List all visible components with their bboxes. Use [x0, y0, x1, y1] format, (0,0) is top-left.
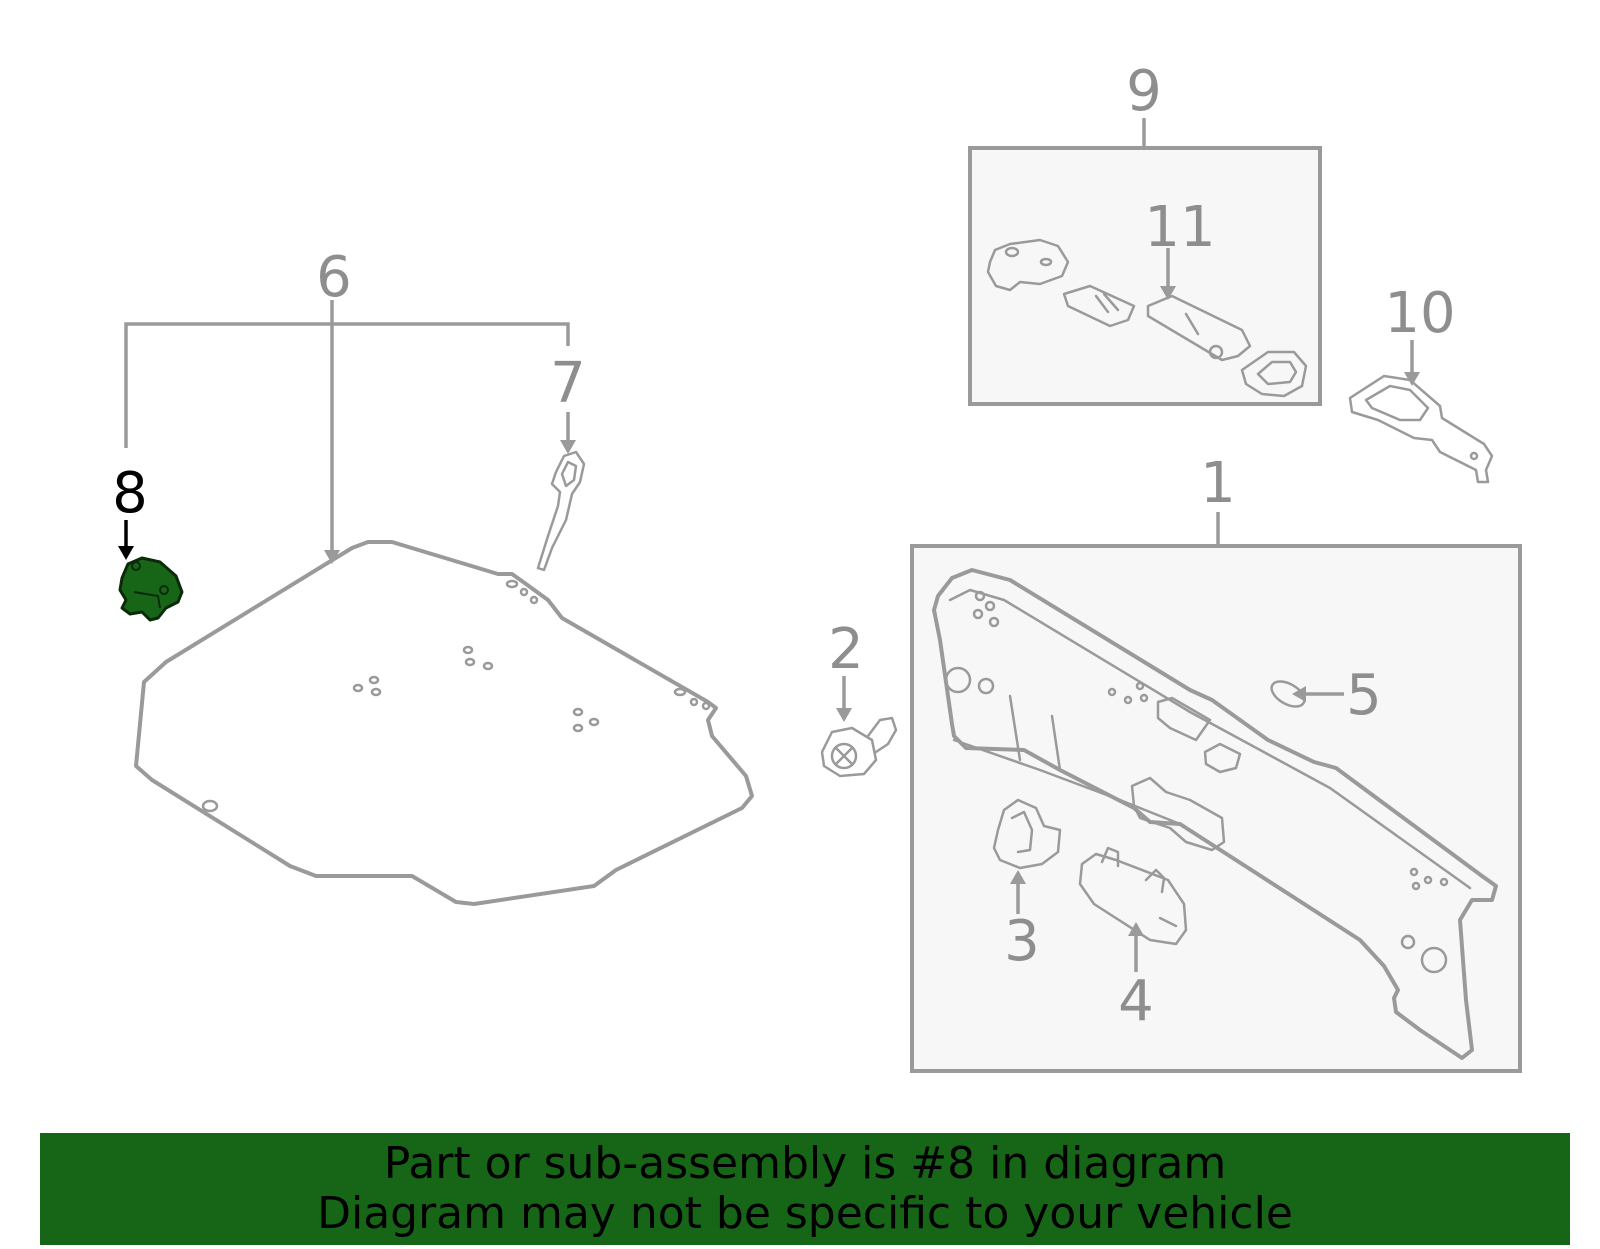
arrow-8: [118, 546, 134, 560]
callout-7: 7: [550, 351, 586, 416]
box-1: [910, 544, 1522, 1073]
arrow-2: [836, 708, 852, 722]
part-4-plug[interactable]: [1078, 846, 1188, 946]
arrow-7: [560, 440, 576, 454]
banner-line-2: Diagram may not be specific to your vehi…: [317, 1188, 1293, 1239]
part-10-bracket[interactable]: [1348, 374, 1494, 484]
part-8-highlighted[interactable]: [118, 556, 184, 622]
part-6-trunk-mat[interactable]: [134, 540, 754, 906]
arrow-3: [1010, 870, 1026, 884]
callout-4: 4: [1118, 969, 1154, 1034]
info-banner: Part or sub-assembly is #8 in diagram Di…: [40, 1133, 1570, 1245]
callout-3: 3: [1004, 909, 1040, 974]
callout-2: 2: [828, 617, 864, 682]
arrow-5: [1292, 686, 1306, 702]
callout-6: 6: [316, 245, 352, 310]
box-9: [968, 146, 1322, 406]
part-1-rear-panel[interactable]: [932, 568, 1498, 1060]
callout-10: 10: [1384, 281, 1455, 346]
part-7-strap[interactable]: [536, 450, 586, 572]
callout-11: 11: [1144, 195, 1215, 260]
arrow-11: [1160, 286, 1176, 300]
arrow-10: [1404, 372, 1420, 386]
callout-5: 5: [1346, 663, 1382, 728]
arrow-6: [324, 550, 340, 564]
part-2-bolt[interactable]: [820, 716, 898, 778]
callout-1: 1: [1200, 451, 1236, 516]
callout-9: 9: [1126, 59, 1162, 124]
callout-8: 8: [112, 461, 148, 526]
banner-line-1: Part or sub-assembly is #8 in diagram: [383, 1138, 1227, 1189]
leader-6-bracket: [124, 322, 570, 448]
part-9-assembly[interactable]: [986, 238, 1308, 398]
part-5-grommet[interactable]: [1267, 676, 1308, 711]
part-3-bracket[interactable]: [992, 798, 1062, 870]
